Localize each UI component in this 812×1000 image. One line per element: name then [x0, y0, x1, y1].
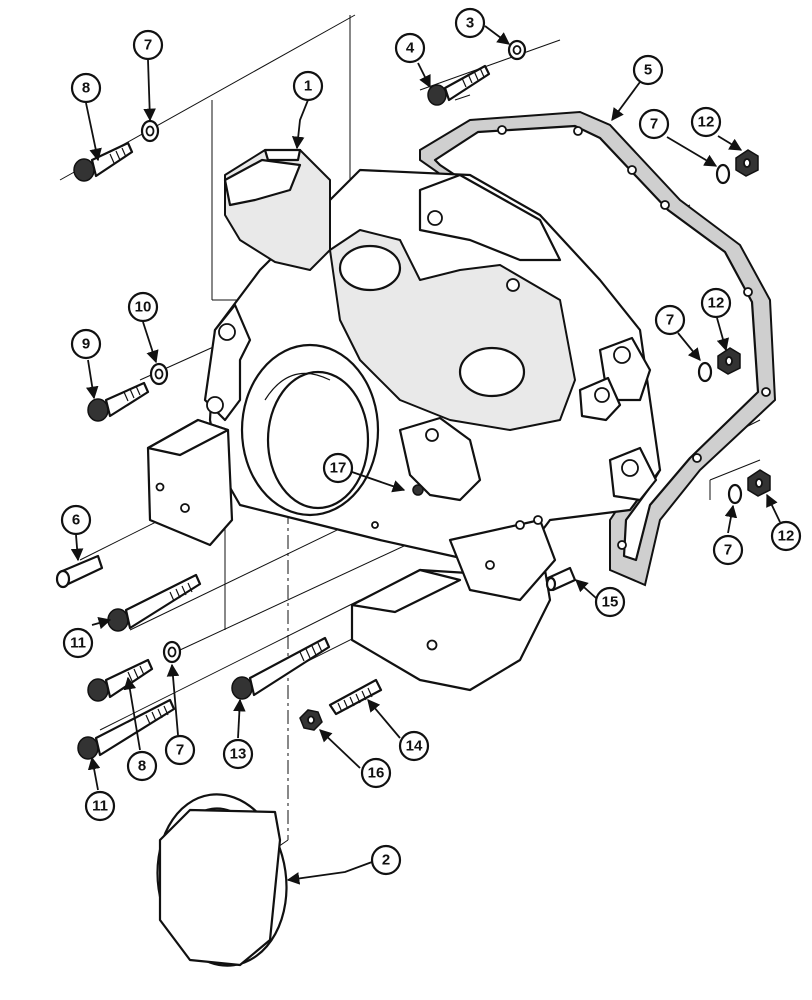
cap-screw-9	[87, 381, 150, 422]
cap-screw-8-top	[73, 141, 134, 182]
callout-12c-label: 12	[778, 528, 795, 545]
callout-7c: 7	[654, 304, 686, 336]
callout-7b-label: 7	[650, 116, 658, 133]
cap-screw-13	[231, 636, 331, 700]
callout-8a-label: 8	[82, 80, 90, 97]
callout-11b: 11	[84, 790, 116, 822]
lock-washer-7-right-low	[727, 483, 743, 505]
bolts-and-fasteners	[55, 39, 771, 760]
stud-14	[328, 678, 383, 716]
callout-12b-label: 12	[708, 295, 725, 312]
callout-1-label: 1	[304, 78, 312, 95]
callout-15-label: 15	[602, 594, 619, 611]
callout-10-label: 10	[135, 299, 152, 316]
cap-screw-11-upper	[107, 573, 202, 632]
callout-2-label: 2	[382, 852, 390, 869]
callout-7a: 7	[132, 29, 164, 61]
timing-cover-housing	[146, 148, 662, 692]
callout-12a-label: 12	[698, 114, 715, 131]
callout-10: 10	[127, 291, 159, 323]
callout-5: 5	[632, 54, 664, 86]
lock-washer-7-right-mid	[697, 361, 713, 383]
callout-3-label: 3	[466, 15, 474, 32]
callout-8a: 8	[70, 72, 102, 104]
callout-4: 4	[394, 32, 426, 64]
cap-screw-11-lower	[77, 698, 176, 760]
callout-5-label: 5	[644, 62, 652, 79]
callout-14: 14	[398, 730, 430, 762]
callout-7e-label: 7	[176, 742, 184, 759]
callout-7d-label: 7	[724, 542, 732, 559]
callout-12c: 12	[770, 520, 802, 552]
callout-12b: 12	[700, 287, 732, 319]
callout-14-label: 14	[406, 738, 423, 755]
callout-2: 2	[370, 844, 402, 876]
callout-8b-label: 8	[138, 758, 146, 775]
callout-17: 17	[322, 452, 354, 484]
callout-17-label: 17	[330, 460, 347, 477]
callout-7b: 7	[638, 108, 670, 140]
callout-11a-label: 11	[70, 635, 86, 652]
callout-13-label: 13	[230, 746, 247, 763]
callout-11b-label: 11	[92, 798, 108, 815]
cap-screw-8-lower	[87, 658, 154, 702]
callout-7c-label: 7	[666, 312, 674, 329]
callout-7d: 7	[712, 534, 744, 566]
callout-6-label: 6	[72, 512, 80, 529]
dowel-pin-15	[545, 566, 577, 592]
callout-9-label: 9	[82, 336, 90, 353]
callout-13: 13	[222, 738, 254, 770]
callout-6: 6	[60, 504, 92, 536]
callout-1: 1	[292, 70, 324, 102]
callout-8b: 8	[126, 750, 158, 782]
callout-7a-label: 7	[144, 37, 152, 54]
dowel-pin-6	[55, 554, 104, 589]
callout-16-label: 16	[368, 765, 385, 782]
callout-11a: 11	[62, 627, 94, 659]
callout-9: 9	[70, 328, 102, 360]
oil-seal	[156, 793, 288, 967]
callout-16: 16	[360, 757, 392, 789]
callout-3: 3	[454, 7, 486, 39]
lock-washer-7-right-top	[715, 163, 731, 185]
callout-7e: 7	[164, 734, 196, 766]
callout-12a: 12	[690, 106, 722, 138]
cap-screw-4	[427, 64, 491, 106]
callout-4-label: 4	[406, 40, 415, 57]
callout-15: 15	[594, 586, 626, 618]
leader-lines	[70, 25, 781, 885]
